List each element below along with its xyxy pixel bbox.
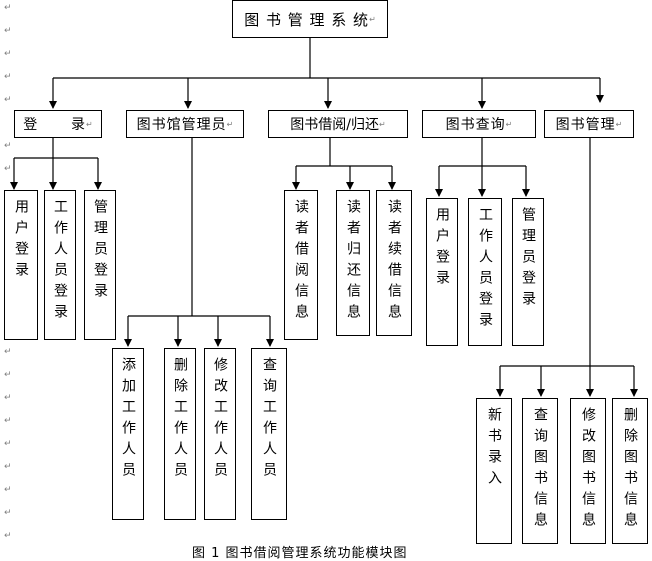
query-staff-login-node: 工作人员登录 bbox=[468, 198, 502, 346]
paragraph-mark: ↵ bbox=[379, 119, 386, 129]
login-admin-label: 管理员登录 bbox=[92, 199, 108, 304]
paragraph-mark: ↵ bbox=[86, 119, 93, 129]
paragraph-mark: ↵ bbox=[4, 439, 12, 449]
query-admin-login-label: 管理员登录 bbox=[520, 207, 536, 312]
query-book-node: 查询图书信息 bbox=[522, 398, 558, 544]
delete-staff-label: 删除工作人员 bbox=[172, 357, 188, 483]
login-staff-label: 工作人员登录 bbox=[52, 199, 68, 325]
book-query-node-label: 图书查询 bbox=[445, 117, 506, 133]
paragraph-mark: ↵ bbox=[4, 485, 12, 495]
query-user-login-label: 用户登录 bbox=[434, 207, 450, 291]
borrow-return-node-label: 图书借阅/归还 bbox=[290, 117, 379, 133]
paragraph-mark: ↵ bbox=[4, 416, 12, 426]
paragraph-mark: ↵ bbox=[4, 462, 12, 472]
reader-borrow-label: 读者借阅信息 bbox=[293, 199, 309, 325]
add-staff-label: 添加工作人员 bbox=[120, 357, 136, 483]
root-node-label: 图 书 管 理 系 统 bbox=[244, 10, 370, 29]
paragraph-mark: ↵ bbox=[4, 72, 12, 82]
book-query-node: 图书查询 ↵ bbox=[422, 110, 536, 138]
reader-return-node: 读者归还信息 bbox=[336, 190, 370, 336]
query-staff-login-label: 工作人员登录 bbox=[477, 207, 493, 333]
book-management-node-label: 图书管理 bbox=[555, 117, 616, 133]
paragraph-mark: ↵ bbox=[4, 508, 12, 518]
new-book-node: 新书录入 bbox=[476, 398, 512, 544]
delete-staff-node: 删除工作人员 bbox=[164, 348, 196, 520]
paragraph-mark: ↵ bbox=[226, 119, 234, 129]
librarian-node-label: 图书馆管理员 bbox=[136, 117, 227, 133]
root-node: 图 书 管 理 系 统 ↵ bbox=[232, 0, 388, 38]
paragraph-mark: ↵ bbox=[4, 49, 12, 59]
modify-staff-node: 修改工作人员 bbox=[204, 348, 236, 520]
modify-staff-label: 修改工作人员 bbox=[212, 357, 228, 483]
paragraph-mark: ↵ bbox=[4, 347, 12, 357]
reader-renew-label: 读者续借信息 bbox=[386, 199, 402, 325]
paragraph-mark: ↵ bbox=[4, 141, 12, 151]
add-staff-node: 添加工作人员 bbox=[112, 348, 144, 520]
query-staff-label: 查询工作人员 bbox=[261, 357, 277, 483]
reader-borrow-node: 读者借阅信息 bbox=[284, 190, 318, 340]
delete-book-label: 删除图书信息 bbox=[622, 407, 638, 533]
query-admin-login-node: 管理员登录 bbox=[512, 198, 544, 346]
query-staff-node: 查询工作人员 bbox=[251, 348, 287, 520]
borrow-return-node: 图书借阅/归还 ↵ bbox=[268, 110, 408, 138]
login-user-label: 用户登录 bbox=[13, 199, 29, 283]
paragraph-mark: ↵ bbox=[4, 370, 12, 380]
figure-caption: 图 1 图书借阅管理系统功能模块图 bbox=[192, 546, 408, 561]
paragraph-mark: ↵ bbox=[4, 393, 12, 403]
paragraph-mark: ↵ bbox=[4, 531, 12, 541]
reader-return-label: 读者归还信息 bbox=[345, 199, 361, 325]
modify-book-node: 修改图书信息 bbox=[570, 398, 606, 544]
paragraph-mark: ↵ bbox=[505, 119, 513, 129]
book-management-node: 图书管理 ↵ bbox=[544, 110, 634, 138]
paragraph-mark: ↵ bbox=[4, 95, 12, 105]
login-node: 登 录 ↵ bbox=[14, 110, 102, 138]
paragraph-mark: ↵ bbox=[615, 119, 623, 129]
login-user-node: 用户登录 bbox=[4, 190, 38, 340]
login-node-label: 登 录 bbox=[23, 117, 86, 133]
delete-book-node: 删除图书信息 bbox=[612, 398, 648, 544]
login-admin-node: 管理员登录 bbox=[84, 190, 116, 340]
query-book-label: 查询图书信息 bbox=[532, 407, 548, 533]
login-staff-node: 工作人员登录 bbox=[44, 190, 76, 340]
paragraph-mark: ↵ bbox=[4, 164, 12, 174]
paragraph-mark: ↵ bbox=[4, 3, 12, 13]
paragraph-mark: ↵ bbox=[369, 14, 376, 24]
new-book-label: 新书录入 bbox=[486, 407, 502, 491]
reader-renew-node: 读者续借信息 bbox=[376, 190, 412, 336]
paragraph-mark: ↵ bbox=[4, 26, 12, 36]
query-user-login-node: 用户登录 bbox=[426, 198, 458, 346]
librarian-node: 图书馆管理员 ↵ bbox=[126, 110, 244, 138]
modify-book-label: 修改图书信息 bbox=[580, 407, 596, 533]
